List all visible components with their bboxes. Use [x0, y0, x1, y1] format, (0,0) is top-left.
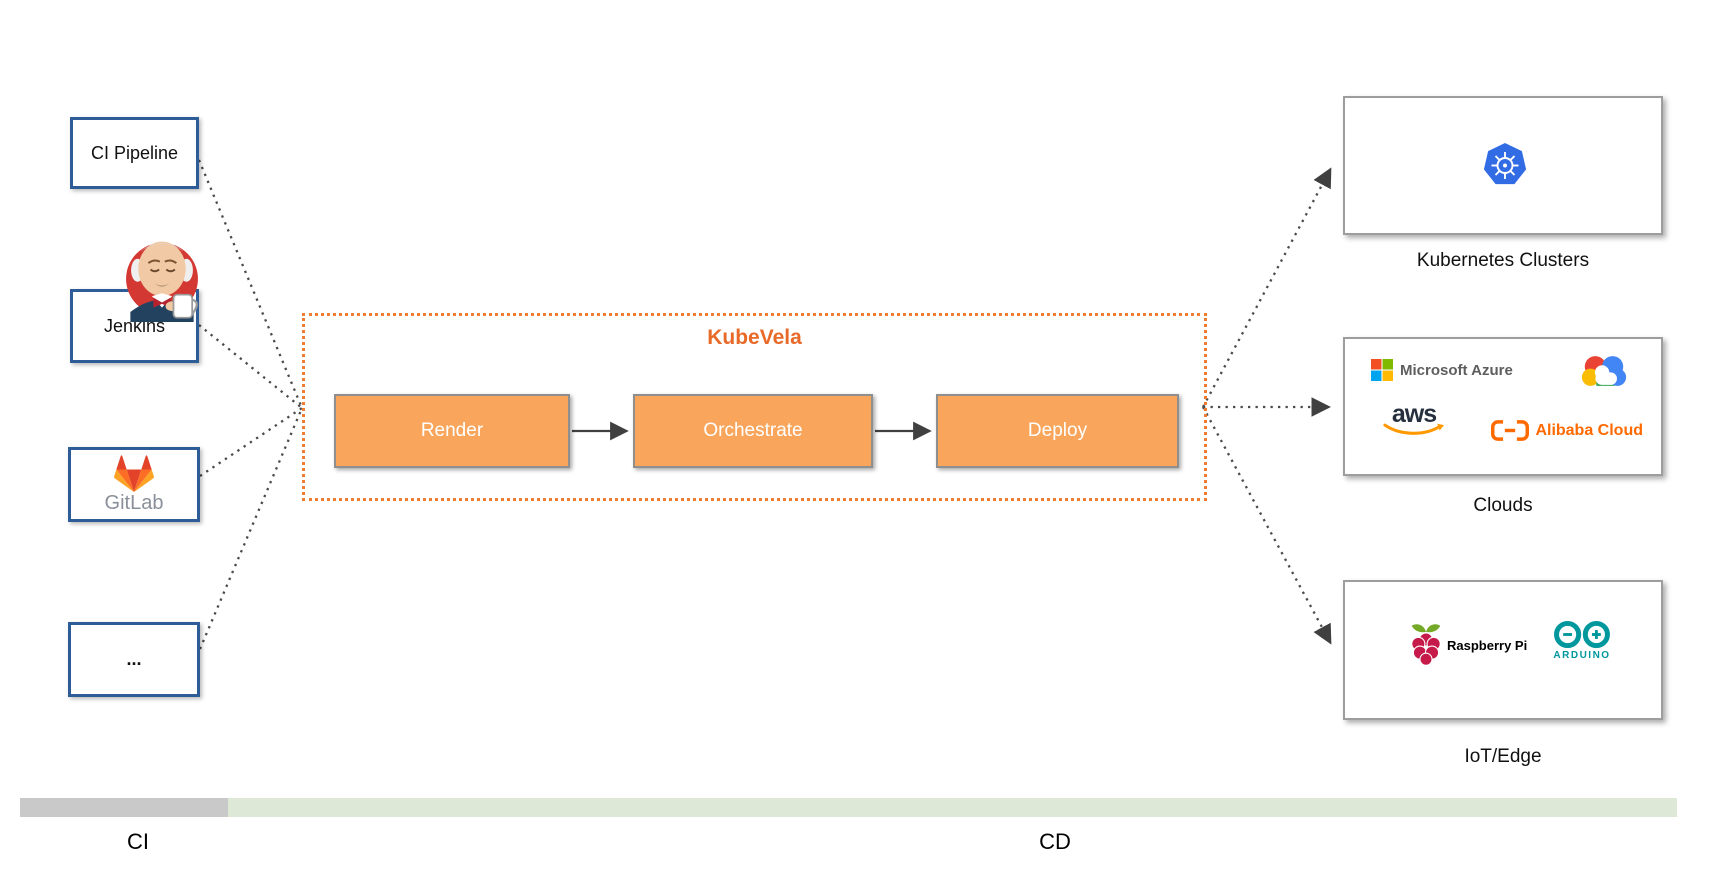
source-box-gitlab: GitLab	[68, 447, 200, 522]
arduino-icon	[1554, 620, 1610, 649]
azure-logo: Microsoft Azure	[1371, 359, 1513, 381]
alibaba-cloud-logo: Alibaba Cloud	[1491, 419, 1643, 442]
kubernetes-clusters-label: Kubernetes Clusters	[1416, 250, 1590, 271]
clouds-label: Clouds	[1473, 495, 1533, 516]
source-box-ci-pipeline: CI Pipeline	[70, 117, 199, 189]
more-sources-label: ...	[126, 649, 142, 669]
connector-kubevela-to-kubernetes	[1201, 167, 1332, 408]
deploy-label: Deploy	[1027, 420, 1088, 441]
azure-label: Microsoft Azure	[1400, 361, 1513, 379]
alibaba-cloud-label: Alibaba Cloud	[1535, 421, 1643, 439]
ci-pipeline-label: CI Pipeline	[90, 142, 179, 163]
gitlab-icon	[112, 454, 156, 494]
iot-edge-label: IoT/Edge	[1464, 746, 1542, 767]
raspberry-pi-label: Raspberry Pi	[1447, 637, 1528, 653]
target-box-kubernetes	[1343, 96, 1663, 235]
connector-kubevela-to-iot	[1201, 406, 1332, 645]
target-box-clouds: Microsoft Azure aws	[1343, 337, 1663, 476]
connector-more-to-kubevela	[198, 407, 304, 650]
timeline-bar-ci-segment	[20, 798, 228, 817]
timeline-bar-cd-segment	[228, 798, 1677, 817]
ci-label: CI	[127, 829, 149, 854]
google-cloud-icon	[1579, 353, 1629, 388]
stage-box-orchestrate: Orchestrate	[633, 394, 873, 468]
aws-logo: aws	[1383, 400, 1445, 437]
stage-box-render: Render	[334, 394, 570, 468]
azure-icon	[1371, 359, 1393, 381]
kubernetes-icon	[1479, 140, 1531, 192]
connector-gitlab-to-kubevela	[199, 407, 303, 477]
stage-box-deploy: Deploy	[936, 394, 1179, 468]
connector-ci-pipeline-to-kubevela	[197, 159, 304, 409]
source-box-more: ...	[68, 622, 200, 697]
alibaba-cloud-icon	[1491, 420, 1530, 441]
raspberry-pi-logo: Raspberry Pi	[1407, 622, 1527, 668]
jenkins-mascot-icon	[118, 230, 206, 322]
raspberry-pi-icon	[1411, 624, 1441, 666]
arduino-logo: ARDUINO	[1551, 620, 1613, 661]
cd-label: CD	[1039, 829, 1071, 854]
orchestrate-label: Orchestrate	[703, 420, 803, 441]
connector-jenkins-to-kubevela	[198, 324, 303, 409]
target-box-iot-edge: Raspberry Pi ARDUINO	[1343, 580, 1663, 720]
aws-label: aws	[1391, 400, 1437, 428]
gitlab-label: GitLab	[104, 492, 164, 514]
arduino-label: ARDUINO	[1553, 650, 1611, 661]
aws-smile-icon	[1383, 423, 1445, 435]
kubevela-title: KubeVela	[707, 326, 802, 349]
render-label: Render	[420, 420, 484, 441]
